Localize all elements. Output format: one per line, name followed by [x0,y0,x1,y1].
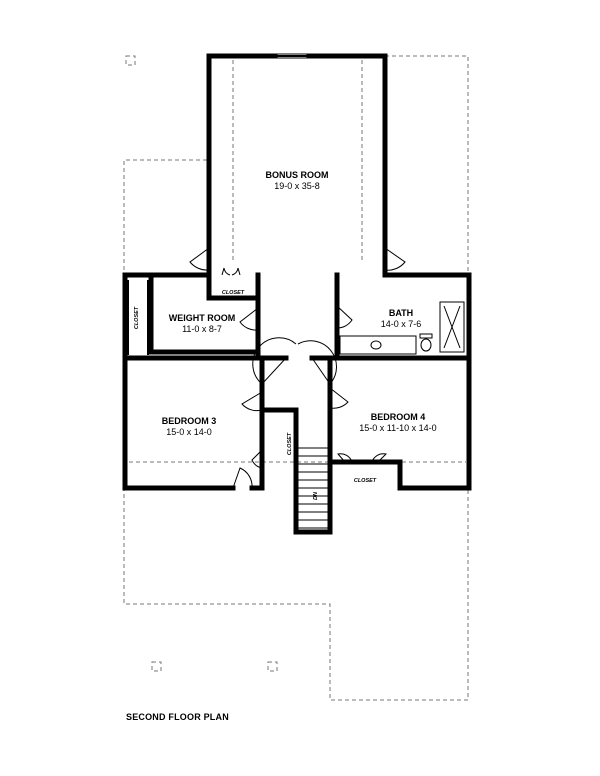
main-walls [122,245,472,535]
stair-label: DN [313,491,319,500]
stair-treads [298,447,328,529]
closet-bed4-label: CLOSET [354,478,377,484]
bonus-room-walls [206,53,388,251]
bonus-room-dims: 19-0 x 35-8 [274,181,320,191]
bedroom-3-name: BEDROOM 3 [162,416,217,426]
door-swings [189,247,406,489]
closet-hall-label: CLOSET [287,432,293,455]
bath-name: BATH [389,308,413,318]
weight-room-dims: 11-0 x 8-7 [182,324,222,334]
plan-title: SECOND FLOOR PLAN [126,712,229,722]
weight-room-name: WEIGHT ROOM [169,313,236,323]
closet-top-label: CLOSET [222,290,245,296]
bedroom-3-dims: 15-0 x 14-0 [166,427,212,437]
bath-dims: 14-0 x 7-6 [381,319,422,329]
roof-outline [123,55,469,701]
closet-weight-label: CLOSET [134,306,140,329]
bedroom-4-name: BEDROOM 4 [371,412,426,422]
bedroom-4-dims: 15-0 x 11-10 x 14-0 [359,423,436,433]
bonus-room-name: BONUS ROOM [266,170,329,180]
bath-fixtures [339,301,465,355]
